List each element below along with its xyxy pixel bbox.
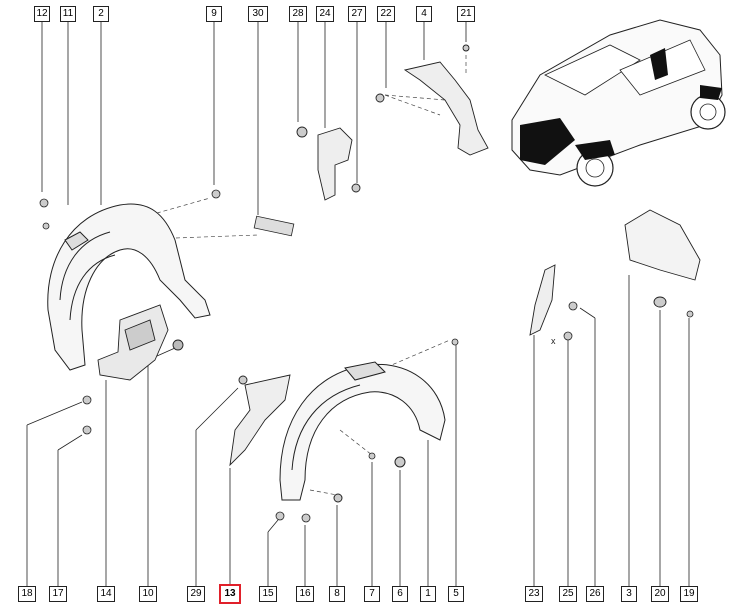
part-label-10[interactable]: 10 [139, 586, 157, 602]
vehicle-illustration [511, 19, 726, 187]
leader-line [195, 387, 239, 431]
assembly-line [149, 197, 211, 216]
side-bracket [229, 374, 291, 467]
part-label-28[interactable]: 28 [289, 6, 307, 22]
part-label-3[interactable]: 3 [621, 586, 637, 602]
part-label-14[interactable]: 14 [97, 586, 115, 602]
wheel-arch-liner-front [279, 361, 446, 503]
part-label-13-highlighted[interactable]: 13 [219, 584, 241, 604]
part-label-7[interactable]: 7 [364, 586, 380, 602]
part-label-5[interactable]: 5 [448, 586, 464, 602]
part-label-8[interactable]: 8 [329, 586, 345, 602]
part-label-4[interactable]: 4 [416, 6, 432, 22]
x-mark: x [551, 336, 556, 346]
part-label-12[interactable]: 12 [34, 6, 50, 22]
upper-splash-panel [375, 44, 489, 156]
part-label-26[interactable]: 26 [586, 586, 604, 602]
part-label-16[interactable]: 16 [296, 586, 314, 602]
mud-flap [624, 209, 701, 308]
clip-part [568, 301, 578, 311]
wheel-arch-liner-rear [47, 203, 211, 371]
clip-part [563, 331, 573, 341]
part-label-19[interactable]: 19 [680, 586, 698, 602]
part-label-24[interactable]: 24 [316, 6, 334, 22]
leader-line [579, 307, 596, 319]
bracket-assembly [97, 304, 184, 381]
assembly-line [339, 429, 373, 456]
part-label-22[interactable]: 22 [377, 6, 395, 22]
part-label-11[interactable]: 11 [60, 6, 76, 22]
part-label-9[interactable]: 9 [206, 6, 222, 22]
part-label-2[interactable]: 2 [93, 6, 109, 22]
part-label-30[interactable]: 30 [248, 6, 268, 22]
fastener-set [39, 189, 694, 523]
part-label-25[interactable]: 25 [559, 586, 577, 602]
part-label-23[interactable]: 23 [525, 586, 543, 602]
part-label-29[interactable]: 29 [187, 586, 205, 602]
part-label-15[interactable]: 15 [259, 586, 277, 602]
pad-part [253, 215, 295, 237]
part-label-6[interactable]: 6 [392, 586, 408, 602]
leader-line [267, 519, 279, 533]
part-label-27[interactable]: 27 [348, 6, 366, 22]
mount-bracket [296, 126, 361, 201]
part-label-1[interactable]: 1 [420, 586, 436, 602]
part-label-17[interactable]: 17 [49, 586, 67, 602]
assembly-line [309, 489, 338, 496]
trim-strip [529, 264, 556, 336]
assembly-line [379, 339, 451, 371]
part-label-20[interactable]: 20 [651, 586, 669, 602]
assembly-line [384, 94, 441, 116]
leader-line [57, 434, 83, 451]
assembly-line [384, 94, 446, 101]
part-label-18[interactable]: 18 [18, 586, 36, 602]
leader-line [26, 401, 83, 426]
part-label-21[interactable]: 21 [457, 6, 475, 22]
